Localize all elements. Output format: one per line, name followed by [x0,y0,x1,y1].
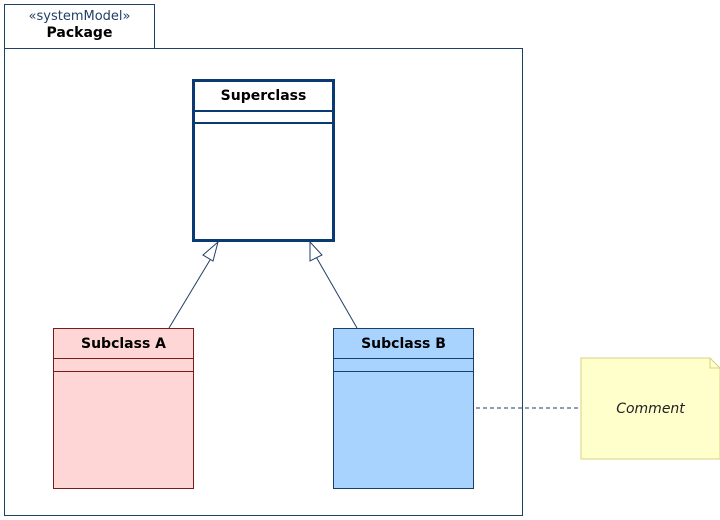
comment-note-shape [580,357,720,460]
comment-note-fold [709,358,720,369]
class-subclass-b[interactable]: Subclass B [333,328,474,489]
class-subclass-a[interactable]: Subclass A [53,328,194,489]
package-stereotype: «systemModel» [28,9,131,24]
class-name: Superclass [220,88,307,104]
generalization-arrowhead-a [202,240,219,262]
class-superclass[interactable]: Superclass [192,79,335,242]
class-name: Subclass B [361,335,446,352]
generalization-line-a [168,254,214,329]
comment-note[interactable]: Comment [581,358,720,459]
attributes-compartment [54,358,193,371]
package-tab[interactable]: «systemModel» Package [4,4,155,49]
operations-compartment [334,371,473,488]
class-name: Subclass A [81,335,166,352]
package-name: Package [46,25,113,41]
operations-compartment [195,122,332,239]
comment-text: Comment [616,400,685,417]
operations-compartment [54,371,193,488]
attributes-compartment [195,110,332,122]
attributes-compartment [334,358,473,371]
generalization-arrowhead-b [309,240,323,262]
generalization-line-b [314,254,358,329]
